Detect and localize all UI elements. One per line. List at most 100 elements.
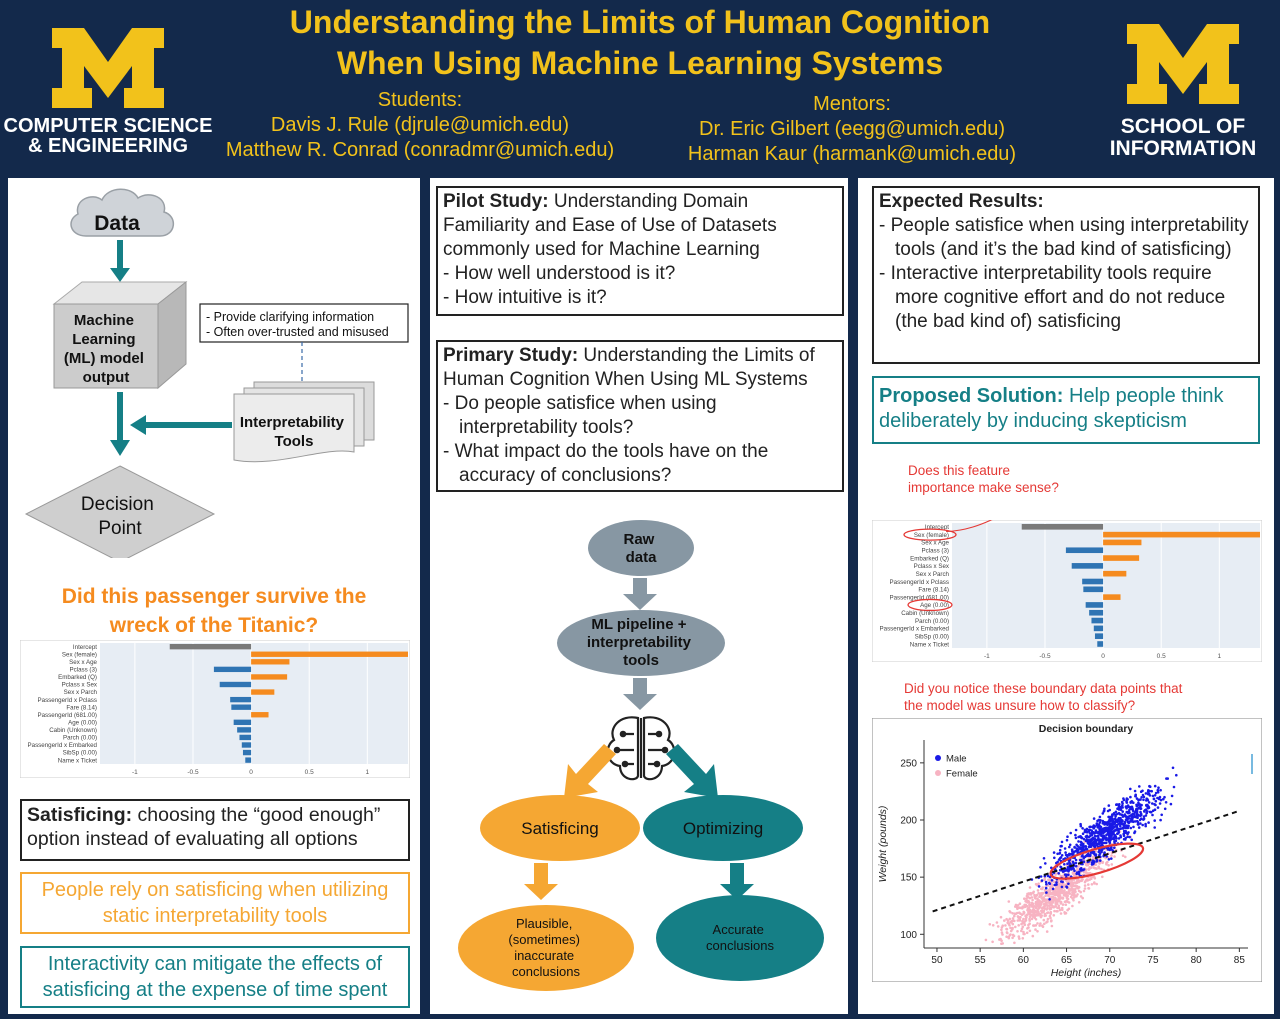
category-label: SibSp (0.00) — [915, 633, 949, 640]
mentor-2: Harman Kaur (harmank@umich.edu) — [687, 143, 1017, 165]
data-point — [1000, 928, 1003, 932]
satisficing-def-1: choosing the “good enough” — [132, 804, 381, 826]
category-label: Pclass (3) — [69, 667, 97, 674]
data-point — [1125, 810, 1128, 814]
data-point — [1083, 884, 1087, 887]
category-label: Name x Ticket — [58, 757, 97, 764]
data-point — [1039, 900, 1043, 903]
data-point — [1063, 894, 1067, 897]
data-point — [1106, 846, 1110, 850]
data-point — [1087, 887, 1090, 890]
data-point — [1034, 900, 1038, 904]
data-point — [1046, 911, 1050, 914]
data-point — [1160, 813, 1163, 817]
data-point — [1123, 813, 1127, 816]
data-point — [1076, 868, 1080, 872]
data-point — [1119, 808, 1123, 811]
interactivity-box: Interactivity can mitigate the effects o… — [20, 946, 410, 1008]
data-point — [1108, 841, 1112, 845]
data-point — [1009, 926, 1012, 930]
static-tools-line-2: static interpretability tools — [102, 905, 328, 927]
data-point — [1093, 882, 1096, 885]
plausible-line-3: inaccurate — [514, 948, 574, 963]
annotation-pointer — [945, 520, 993, 533]
data-point — [1071, 904, 1074, 908]
right-panel: Expected Results: - People satisfice whe… — [858, 178, 1274, 1014]
data-point — [1158, 795, 1162, 799]
data-point — [1045, 930, 1049, 933]
data-point — [1025, 894, 1029, 898]
data-point — [1089, 843, 1093, 847]
data-point — [1065, 885, 1068, 888]
data-point — [1121, 854, 1125, 857]
data-point — [1013, 914, 1016, 918]
flow-data-label: Data — [94, 212, 140, 235]
data-point — [1137, 826, 1141, 829]
data-point — [1036, 930, 1039, 933]
data-point — [1016, 930, 1019, 933]
plausible-conclusions-node — [458, 905, 634, 991]
data-point — [1072, 899, 1075, 902]
data-point — [1119, 834, 1122, 837]
data-point — [1069, 831, 1072, 835]
data-point — [1053, 891, 1057, 894]
data-point — [1175, 773, 1178, 777]
data-point — [1069, 884, 1072, 887]
data-point — [1107, 804, 1111, 807]
data-point — [1012, 934, 1016, 938]
data-point — [1082, 842, 1085, 846]
data-point — [1060, 844, 1063, 848]
data-point — [1074, 887, 1077, 890]
data-point — [1028, 929, 1032, 933]
data-point — [1138, 785, 1141, 788]
data-point — [1119, 806, 1122, 809]
data-point — [1100, 839, 1104, 842]
data-point — [1044, 894, 1047, 898]
data-point — [1156, 791, 1160, 794]
data-point — [1109, 825, 1112, 829]
boundary-annotation: Did you notice these boundary data point… — [904, 680, 1182, 714]
data-point — [1018, 937, 1021, 940]
boundary-annotation-ellipse — [1049, 842, 1145, 880]
data-point — [1035, 893, 1039, 897]
x-tick-label: 60 — [1018, 955, 1030, 966]
category-label: Sex x Parch — [916, 571, 950, 578]
category-label: PassengerId x Embarked — [880, 626, 950, 633]
data-point — [1129, 787, 1132, 791]
data-point — [1108, 808, 1111, 812]
data-point — [1047, 878, 1050, 882]
data-point — [1123, 830, 1126, 834]
data-point — [1033, 896, 1037, 899]
data-point — [1057, 872, 1060, 875]
data-point — [1141, 789, 1144, 793]
data-point — [1063, 847, 1067, 850]
data-point — [1096, 819, 1099, 823]
data-point — [1046, 917, 1050, 921]
data-point — [1139, 812, 1143, 816]
data-point — [1119, 816, 1122, 820]
pilot-line-1: Understanding Domain — [548, 191, 749, 212]
boundary-annotation-line-1: Did you notice these boundary data point… — [904, 681, 1183, 696]
data-point — [1096, 830, 1100, 834]
data-point — [1172, 785, 1176, 789]
bar — [1083, 586, 1104, 593]
data-point — [1135, 807, 1138, 811]
data-point — [1029, 891, 1033, 895]
data-point — [1151, 794, 1155, 798]
data-point — [1065, 838, 1069, 842]
data-point — [1082, 860, 1086, 863]
data-point — [1089, 853, 1092, 857]
data-point — [1139, 814, 1142, 818]
data-point — [1137, 806, 1140, 810]
data-point — [1125, 801, 1129, 804]
data-point — [1126, 835, 1129, 839]
data-point — [1049, 912, 1052, 915]
data-point — [1142, 795, 1146, 799]
data-point — [1105, 822, 1109, 826]
x-tick-label: 55 — [975, 955, 987, 966]
bar — [230, 696, 252, 703]
satisficing-node — [480, 795, 640, 861]
data-point — [1057, 879, 1060, 882]
data-point — [1132, 801, 1135, 804]
data-point — [1144, 822, 1147, 826]
